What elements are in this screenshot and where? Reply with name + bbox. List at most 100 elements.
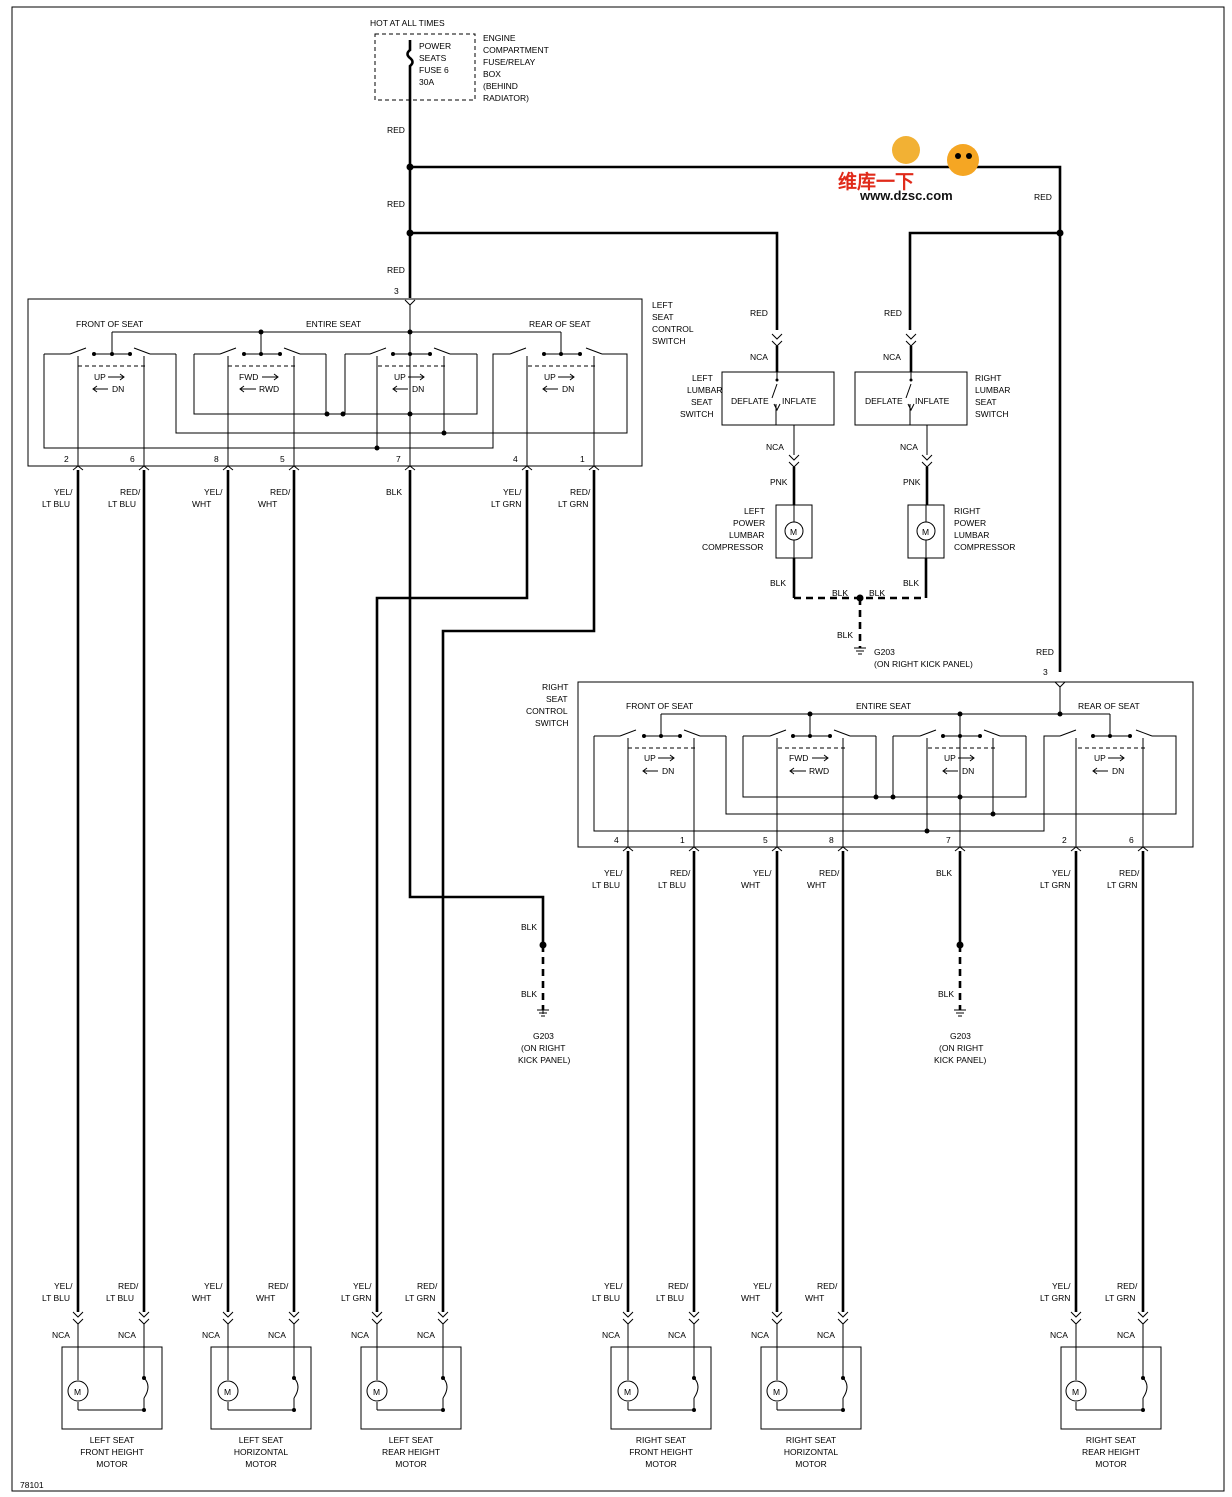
right-comp-name-3: LUMBAR: [954, 530, 989, 540]
motor-0-box: [61, 1346, 163, 1430]
fuse-block: HOT AT ALL TIMES POWER SEATS FUSE 6 30A …: [370, 18, 549, 103]
right-lumbar-name-3: SEAT: [975, 397, 997, 407]
right-rear-dn: DN: [1112, 766, 1124, 776]
right-entire-dn: DN: [962, 766, 974, 776]
right-switch-name-4: SWITCH: [535, 718, 569, 728]
red-label-2: RED: [387, 199, 405, 209]
right-front-sub: UP DN: [593, 729, 1177, 832]
motor-1-name-0: LEFT SEAT: [239, 1435, 284, 1445]
left-entire-up-sub: UP DN: [344, 347, 478, 415]
motor-5-m-icon: [1065, 1380, 1087, 1402]
motor-0-wire-b-2: LT BLU: [106, 1293, 134, 1303]
lumbar-circuits: NCA NCA DEFLATE INFLATE LEFT LUMBAR SEAT…: [680, 333, 1015, 669]
box-label-3: FUSE/RELAY: [483, 57, 536, 67]
left-front-dn: DN: [112, 384, 124, 394]
motor-2-connector-0: [371, 1311, 383, 1348]
right-rear-of-seat: REAR OF SEAT: [1078, 701, 1140, 711]
motor-0-name-1: FRONT HEIGHT: [80, 1447, 144, 1457]
right-switch-wire-label-6-a: RED/: [1119, 868, 1140, 878]
motor-3-name-1: FRONT HEIGHT: [629, 1447, 693, 1457]
left-ground-blk-1: BLK: [521, 922, 537, 932]
right-entire-rwd: RWD: [809, 766, 829, 776]
box-label-6: RADIATOR): [483, 93, 529, 103]
left-ground-id: G203: [533, 1031, 554, 1041]
seat-motors: YEL/LT BLU RED/LT BLU NCA NCA M LEFT SEAT FRON…: [42, 1281, 1162, 1469]
left-switch-wire-label-0-a: YEL/: [54, 487, 73, 497]
motor-5-nca-0: NCA: [1050, 1330, 1068, 1340]
motor-1-connector-1: [288, 1311, 300, 1348]
right-switch-pin-6: 6: [1129, 835, 1134, 845]
left-comp-blk: BLK: [770, 578, 786, 588]
motor-5-wire-b-2: LT GRN: [1105, 1293, 1135, 1303]
motor-3-box: [610, 1346, 712, 1430]
left-entire-fwd: FWD: [239, 372, 258, 382]
motor-1-nca-0: NCA: [202, 1330, 220, 1340]
motor-5-wire-b-1: RED/: [1117, 1281, 1138, 1291]
motor-0-m-label: M: [74, 1387, 81, 1397]
right-comp-name-2: POWER: [954, 518, 986, 528]
left-switch-connector-0: [72, 465, 84, 471]
box-label-5: (BEHIND: [483, 81, 518, 91]
right-switch-pin-0: 4: [614, 835, 619, 845]
right-rear-up: UP: [1094, 753, 1106, 763]
comp-blk-right: BLK: [869, 588, 885, 598]
fuse-symbol: [406, 40, 414, 100]
right-ground-id: G203: [950, 1031, 971, 1041]
right-switch-wire-label-6-b: LT GRN: [1107, 880, 1137, 890]
left-comp-name-3: LUMBAR: [729, 530, 764, 540]
motor-4-name-1: HORIZONTAL: [784, 1447, 838, 1457]
motor-5-wire-a-1: YEL/: [1052, 1281, 1071, 1291]
right-switch-pin-3: 3: [1043, 667, 1048, 677]
right-switch-pin-1: 1: [680, 835, 685, 845]
motor-2-wire-b-1: RED/: [417, 1281, 438, 1291]
left-switch-wire-label-2-a: YEL/: [204, 487, 223, 497]
left-lumbar-name-1: LEFT: [692, 373, 713, 383]
comp-ground-loc: (ON RIGHT KICK PANEL): [874, 659, 973, 669]
left-switch-wire-label-2-b: WHT: [192, 499, 211, 509]
left-switch-pin-0: 2: [64, 454, 69, 464]
fuse-label-4: 30A: [419, 77, 434, 87]
right-switch-pin-5: 2: [1062, 835, 1067, 845]
right-switch-wire-label-0-a: YEL/: [604, 868, 623, 878]
left-switch-wire-label-1-b: LT BLU: [108, 499, 136, 509]
motor-4-nca-0: NCA: [751, 1330, 769, 1340]
motor-4-box: [760, 1346, 862, 1430]
right-switch-name-1: RIGHT: [542, 682, 568, 692]
motor-2-box: [360, 1346, 462, 1430]
motor-5-connector-1: [1137, 1311, 1149, 1348]
left-lumbar-nca-out: NCA: [766, 442, 784, 452]
motor-5-connector-0: [1070, 1311, 1082, 1348]
left-entire-up: UP: [394, 372, 406, 382]
left-switch-connector-5: [521, 465, 533, 471]
hot-at-all-times-label: HOT AT ALL TIMES: [370, 18, 445, 28]
right-lumbar-name-2: LUMBAR: [975, 385, 1010, 395]
watermark: 维库一下 www.dzsc.com: [838, 136, 979, 203]
right-switch-wire-label-5-b: LT GRN: [1040, 880, 1070, 890]
left-switch-box: [27, 298, 643, 467]
right-comp-blk: BLK: [903, 578, 919, 588]
right-switch-name-2: SEAT: [546, 694, 568, 704]
left-switch-wire-label-5-a: YEL/: [503, 487, 522, 497]
right-switch-wire-label-3-b: WHT: [807, 880, 826, 890]
right-switch-connector-5: [1070, 846, 1082, 852]
left-switch-name-2: SEAT: [652, 312, 674, 322]
motor-0-wire-a-2: LT BLU: [42, 1293, 70, 1303]
right-lumbar-name-4: SWITCH: [975, 409, 1009, 419]
motor-4-connector-1: [837, 1311, 849, 1348]
right-lumbar-deflate: DEFLATE: [865, 396, 903, 406]
motor-0-name-2: MOTOR: [96, 1459, 127, 1469]
left-lumbar-name-4: SWITCH: [680, 409, 714, 419]
red-feed: RED RED RED RED RED RED RED: [387, 100, 1064, 672]
left-switch-pin-5: 4: [513, 454, 518, 464]
left-switch-wire-label-3-a: RED/: [270, 487, 291, 497]
right-comp-name-1: RIGHT: [954, 506, 980, 516]
left-ground: G203 (ON RIGHT KICK PANEL): [518, 1009, 570, 1065]
left-switch-wire-label-1-a: RED/: [120, 487, 141, 497]
motor-4-wire-b-2: WHT: [805, 1293, 824, 1303]
right-switch-wire-label-5-a: YEL/: [1052, 868, 1071, 878]
motor-4-wire-b-1: RED/: [817, 1281, 838, 1291]
